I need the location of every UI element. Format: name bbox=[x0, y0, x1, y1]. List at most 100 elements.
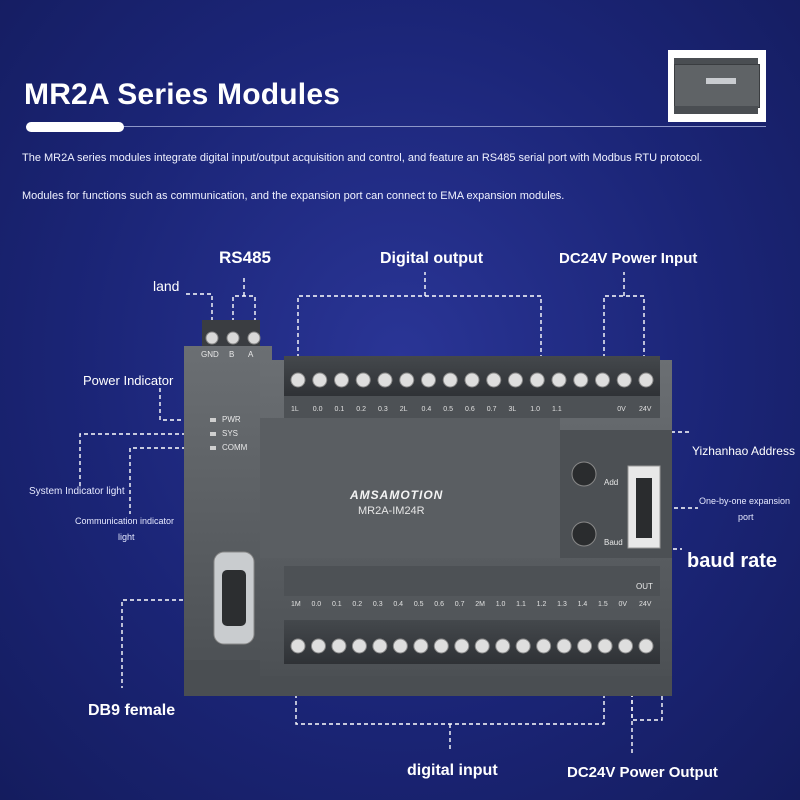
callout-yizhanhao-address: Yizhanhao Address bbox=[692, 444, 795, 458]
top-terminal-label: 1.1 bbox=[552, 406, 562, 413]
description-line-1: The MR2A series modules integrate digita… bbox=[22, 152, 703, 164]
top-terminal-screw bbox=[595, 372, 610, 388]
callout-system-indicator: System Indicator light bbox=[29, 486, 125, 497]
top-terminal-label: 1L bbox=[291, 406, 299, 413]
top-terminal-screw bbox=[421, 372, 436, 388]
led-comm bbox=[210, 446, 216, 450]
top-terminal-label: 1.0 bbox=[530, 406, 540, 413]
title-underline-pill bbox=[26, 122, 124, 132]
bottom-terminal-screw bbox=[310, 638, 326, 654]
top-terminal-label: 0.2 bbox=[356, 406, 366, 413]
bottom-terminal-screw bbox=[536, 638, 552, 654]
top-terminal-label: 0.5 bbox=[443, 406, 453, 413]
top-terminal-label: 0.7 bbox=[486, 406, 497, 413]
leader-land bbox=[186, 293, 213, 322]
bottom-terminal-label: 1.4 bbox=[577, 601, 588, 608]
rs485-screw-a bbox=[247, 331, 261, 345]
top-terminal-screw bbox=[355, 372, 371, 388]
leader-dc24v-output-bracket bbox=[631, 686, 663, 721]
top-terminal-screw bbox=[529, 372, 545, 388]
bottom-terminal-screw bbox=[454, 638, 470, 654]
thumbnail-logo bbox=[706, 78, 736, 84]
bottom-terminal-label: 0.4 bbox=[393, 601, 404, 608]
top-terminal-screw bbox=[334, 372, 349, 388]
callout-db9-female: DB9 female bbox=[88, 702, 176, 719]
top-terminal-label: 0.1 bbox=[334, 406, 345, 413]
callout-dc24v-power-output: DC24V Power Output bbox=[567, 764, 718, 781]
top-terminal-label: 3L bbox=[508, 406, 517, 413]
callout-digital-output: Digital output bbox=[380, 250, 484, 267]
bottom-terminal-screw bbox=[413, 638, 429, 654]
rs485-screw-gnd bbox=[205, 331, 219, 345]
top-terminal-label: 24V bbox=[639, 406, 652, 413]
top-terminal-screw bbox=[399, 372, 415, 388]
led-sys bbox=[210, 432, 216, 436]
bottom-terminal-label: 1.0 bbox=[495, 601, 506, 608]
description-line-2: Modules for functions such as communicat… bbox=[22, 190, 565, 202]
leader-rs485 bbox=[232, 295, 256, 322]
bottom-terminal-label: 0V bbox=[618, 601, 628, 608]
leader-power-indicator bbox=[159, 388, 214, 421]
page-title: MR2A Series Modules bbox=[24, 78, 341, 111]
led-label-sys: SYS bbox=[222, 429, 239, 438]
top-label-strip bbox=[284, 396, 660, 418]
baud-rotary-switch bbox=[571, 521, 597, 547]
leader-digital-output bbox=[297, 295, 542, 372]
top-terminal-screw bbox=[551, 372, 567, 388]
top-terminal-screw bbox=[573, 372, 589, 388]
bottom-terminal-screw bbox=[577, 638, 593, 654]
top-terminal-label: 0V bbox=[617, 406, 626, 413]
bottom-terminal-screw bbox=[372, 638, 388, 654]
callout-rs485: RS485 bbox=[219, 248, 271, 267]
bottom-terminal-label: 0.5 bbox=[413, 601, 424, 608]
mr2a-module-illustration bbox=[184, 320, 672, 696]
bottom-terminal-label: 0.0 bbox=[311, 601, 322, 608]
bottom-terminal-label: 1.1 bbox=[516, 601, 526, 608]
bottom-terminal-screw bbox=[495, 638, 511, 654]
bottom-terminal-screw bbox=[433, 638, 449, 654]
top-terminal-label: 2L bbox=[399, 406, 408, 413]
callout-expansion-port-2: port bbox=[738, 512, 754, 522]
bottom-terminal-label: 1M bbox=[291, 601, 301, 608]
callout-land: land bbox=[153, 278, 180, 294]
title-underline-line bbox=[26, 126, 766, 127]
top-terminal-screw bbox=[377, 372, 393, 388]
bottom-terminal-label: 1.3 bbox=[557, 601, 567, 608]
bottom-terminal-label: 0.3 bbox=[372, 601, 383, 608]
top-terminal-screw bbox=[464, 372, 480, 388]
add-switch-label: Add bbox=[604, 478, 619, 487]
top-terminal-label: 0.4 bbox=[421, 406, 432, 413]
bottom-terminal-label: 1.5 bbox=[598, 601, 608, 608]
top-terminal-label: 0.6 bbox=[465, 406, 475, 413]
bottom-terminal-screw bbox=[331, 638, 347, 654]
top-terminal-screws bbox=[290, 372, 654, 388]
rs485-label-b: B bbox=[229, 350, 235, 359]
bottom-terminal-screw bbox=[638, 638, 654, 654]
rs485-label-gnd: GND bbox=[201, 350, 219, 359]
callout-expansion-port-1: One-by-one expansion bbox=[699, 496, 791, 506]
bottom-terminal-label: 24V bbox=[639, 601, 652, 608]
led-label-pwr: PWR bbox=[222, 415, 241, 424]
top-terminal-screw bbox=[312, 372, 328, 388]
baud-switch-label: Baud bbox=[604, 538, 623, 547]
bottom-terminal-screw bbox=[515, 638, 531, 654]
rs485-screw-b bbox=[226, 331, 240, 345]
callout-comm-indicator-2: light bbox=[118, 532, 135, 542]
bottom-terminal-screw bbox=[290, 638, 306, 654]
thumbnail-body bbox=[674, 64, 760, 108]
device-brand: AMSAMOTION bbox=[350, 488, 444, 502]
top-terminal-screw bbox=[638, 372, 654, 388]
top-terminal-screw bbox=[616, 372, 632, 388]
callout-power-indicator: Power Indicator bbox=[83, 373, 174, 388]
leader-system-indicator bbox=[79, 433, 214, 486]
thumbnail-top-strip bbox=[674, 58, 758, 66]
bottom-terminal-screws bbox=[290, 638, 654, 654]
leader-dc24v-input bbox=[603, 295, 645, 372]
bottom-terminal-strip bbox=[284, 620, 660, 664]
out-label: OUT bbox=[636, 582, 653, 591]
expansion-port-pins bbox=[636, 478, 652, 538]
callout-dc24v-power-input: DC24V Power Input bbox=[559, 250, 698, 267]
title-underline bbox=[26, 122, 766, 132]
center-panel bbox=[260, 418, 560, 558]
led-label-comm: COMM bbox=[222, 443, 248, 452]
